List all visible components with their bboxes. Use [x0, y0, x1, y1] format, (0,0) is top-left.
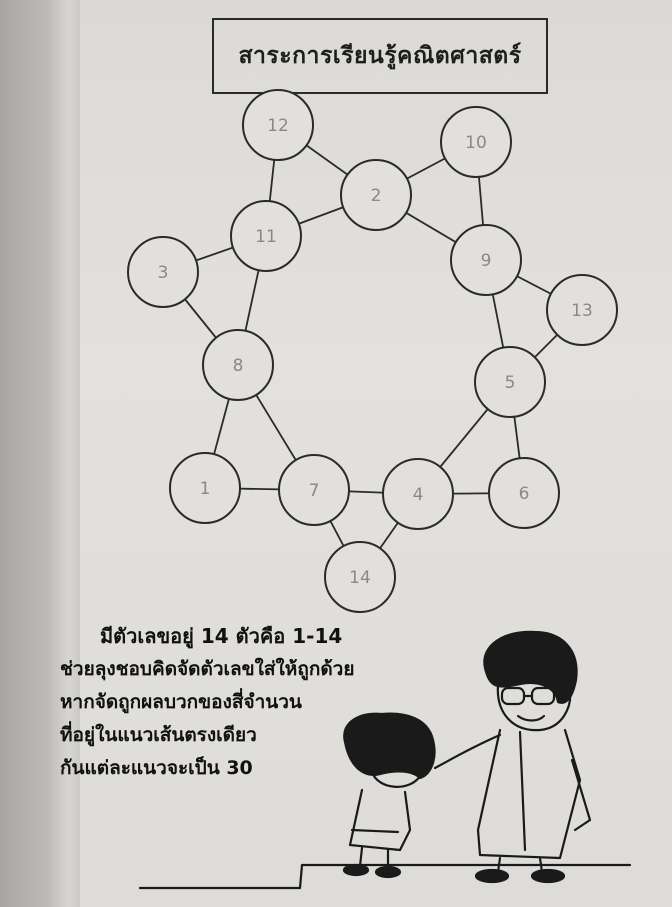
number-circle: 11 — [230, 200, 302, 272]
circle-number-label: 11 — [255, 227, 277, 247]
circle-number-label: 7 — [309, 481, 320, 501]
circle-number-label: 10 — [465, 133, 487, 153]
circle-number-label: 3 — [158, 263, 169, 283]
puzzle-instructions: มีตัวเลขอยู่ 14 ตัวคือ 1-14 ช่วยลุงชอบคิ… — [60, 620, 470, 785]
number-circle: 7 — [278, 454, 350, 526]
number-circle: 4 — [382, 458, 454, 530]
instruction-line-2: ช่วยลุงชอบคิดจัดตัวเลขใส่ให้ถูกด้วย — [60, 658, 355, 680]
circle-number-label: 9 — [481, 251, 492, 271]
circle-number-label: 14 — [349, 568, 371, 588]
instruction-line-5: กันแต่ละแนวจะเป็น 30 — [60, 757, 253, 779]
number-circle: 1 — [169, 452, 241, 524]
circle-number-label: 4 — [413, 485, 424, 505]
circle-number-label: 6 — [519, 484, 530, 504]
number-circle: 10 — [440, 106, 512, 178]
number-circle: 14 — [324, 541, 396, 613]
page-title: สาระการเรียนรู้คณิตศาสตร์ — [212, 18, 548, 94]
circle-number-label: 8 — [233, 356, 244, 376]
number-circle: 3 — [127, 236, 199, 308]
number-circle: 6 — [488, 457, 560, 529]
book-binding — [0, 0, 86, 907]
number-circle: 5 — [474, 346, 546, 418]
instruction-line-4: ที่อยู่ในแนวเส้นตรงเดียว — [60, 724, 257, 746]
circle-number-label: 13 — [571, 301, 593, 321]
circle-number-label: 12 — [267, 116, 289, 136]
circle-number-label: 2 — [371, 186, 382, 206]
circle-number-label: 5 — [505, 373, 516, 393]
instruction-line-1: มีตัวเลขอยู่ 14 ตัวคือ 1-14 — [100, 624, 343, 648]
number-circle: 12 — [242, 89, 314, 161]
number-circle: 8 — [202, 329, 274, 401]
instruction-line-3: หากจัดถูกผลบวกของสี่จำนวน — [60, 691, 302, 713]
number-circle: 13 — [546, 274, 618, 346]
number-circle: 2 — [340, 159, 412, 231]
circle-number-label: 1 — [200, 479, 211, 499]
number-circle: 9 — [450, 224, 522, 296]
